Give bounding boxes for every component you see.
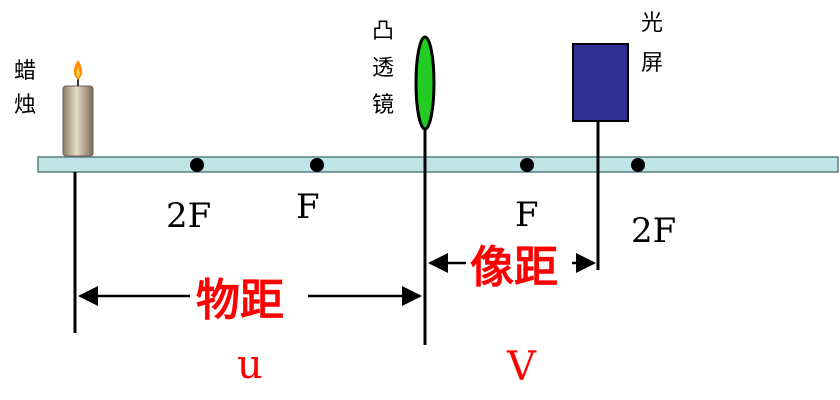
candle-icon xyxy=(62,60,94,157)
label-right-f: F xyxy=(515,195,539,235)
screen-icon xyxy=(572,43,629,270)
candle-label-char-1: 蜡 xyxy=(14,59,36,84)
focal-point-right-f xyxy=(520,158,534,172)
label-left-f: F xyxy=(296,187,320,227)
screen-label-char-2: 屏 xyxy=(641,51,663,76)
image-distance-symbol: V xyxy=(506,344,537,390)
screen-label-char-1: 光 xyxy=(641,11,663,36)
focal-point-left-2f xyxy=(190,158,204,172)
label-right-2f: 2F xyxy=(631,211,676,251)
convex-lens-icon xyxy=(414,35,436,345)
lens-label-char-3: 镜 xyxy=(372,93,394,118)
object-distance-label: 物距 xyxy=(196,275,284,326)
lens-label-char-2: 透 xyxy=(372,56,394,81)
focal-point-left-f xyxy=(310,158,324,172)
label-left-2f: 2F xyxy=(166,196,211,236)
object-distance-symbol: u xyxy=(237,342,263,388)
image-distance-label: 像距 xyxy=(470,242,558,293)
lens-label-char-1: 凸 xyxy=(372,19,394,44)
focal-point-right-2f xyxy=(631,158,645,172)
optical-bench xyxy=(37,156,839,173)
candle-label-char-2: 烛 xyxy=(14,93,36,118)
